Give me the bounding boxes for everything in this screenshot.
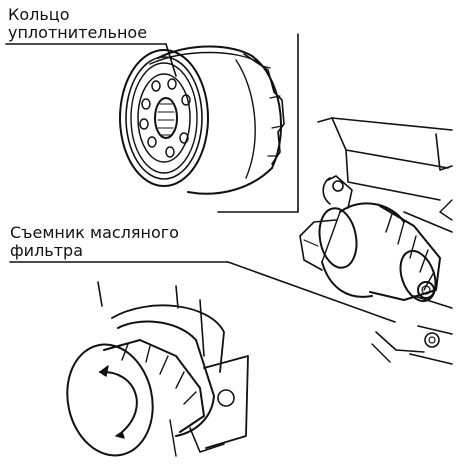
seal-ring-label-line-2: уплотнительное — [8, 23, 148, 42]
filter-wrench-label-line-2: фильтра — [10, 241, 84, 260]
filter-wrench-leader-line — [9, 261, 396, 323]
filter-wrench-label-line-1: Съемник масляного — [10, 223, 179, 242]
engine-block — [299, 117, 453, 365]
oil-filter-front-view — [119, 45, 285, 195]
seal-ring-label: Кольцо уплотнительное — [8, 6, 147, 42]
seal-ring-label-line-1: Кольцо — [8, 5, 70, 24]
view-callout-lines — [217, 33, 299, 213]
filter-wrench-label: Съемник масляного фильтра — [10, 224, 179, 260]
oil-filter-installed — [318, 202, 441, 303]
filter-removal-view — [66, 281, 249, 457]
